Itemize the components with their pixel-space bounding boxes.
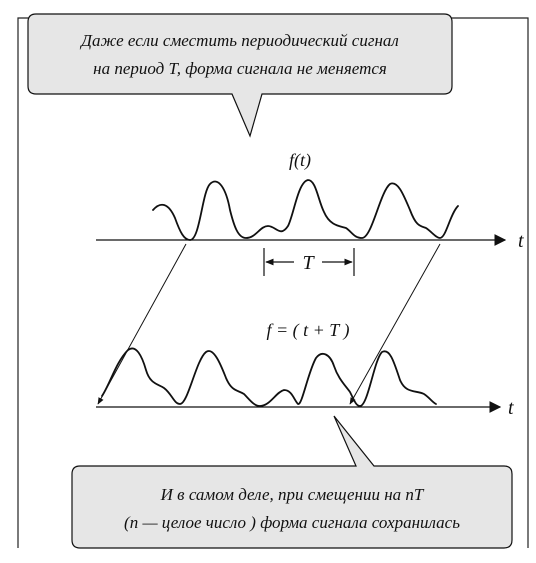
axis-bottom-label: t xyxy=(508,397,514,419)
callout-top-line2: на период T, форма сигнала не меняется xyxy=(93,59,387,78)
signal-bottom-label: f = ( t + T ) xyxy=(267,320,350,341)
callout-top-bubble xyxy=(27,13,453,138)
callout-bottom-line1: И в самом деле, при смещении на nT xyxy=(160,485,425,504)
signal-top-label: f(t) xyxy=(289,150,311,171)
callout-top-line1: Даже если сместить периодический сигнал xyxy=(79,31,399,50)
waveform-top xyxy=(152,179,459,241)
callout-bottom-bubble xyxy=(71,415,513,549)
waveform-bottom xyxy=(101,347,437,407)
shift-arrow-right xyxy=(349,243,441,405)
callout-bottom-line2: (n — целое число ) форма сигнала сохрани… xyxy=(124,513,460,532)
axis-top-label: t xyxy=(518,230,524,252)
shift-arrow-left xyxy=(97,243,187,405)
period-label: T xyxy=(302,252,315,274)
